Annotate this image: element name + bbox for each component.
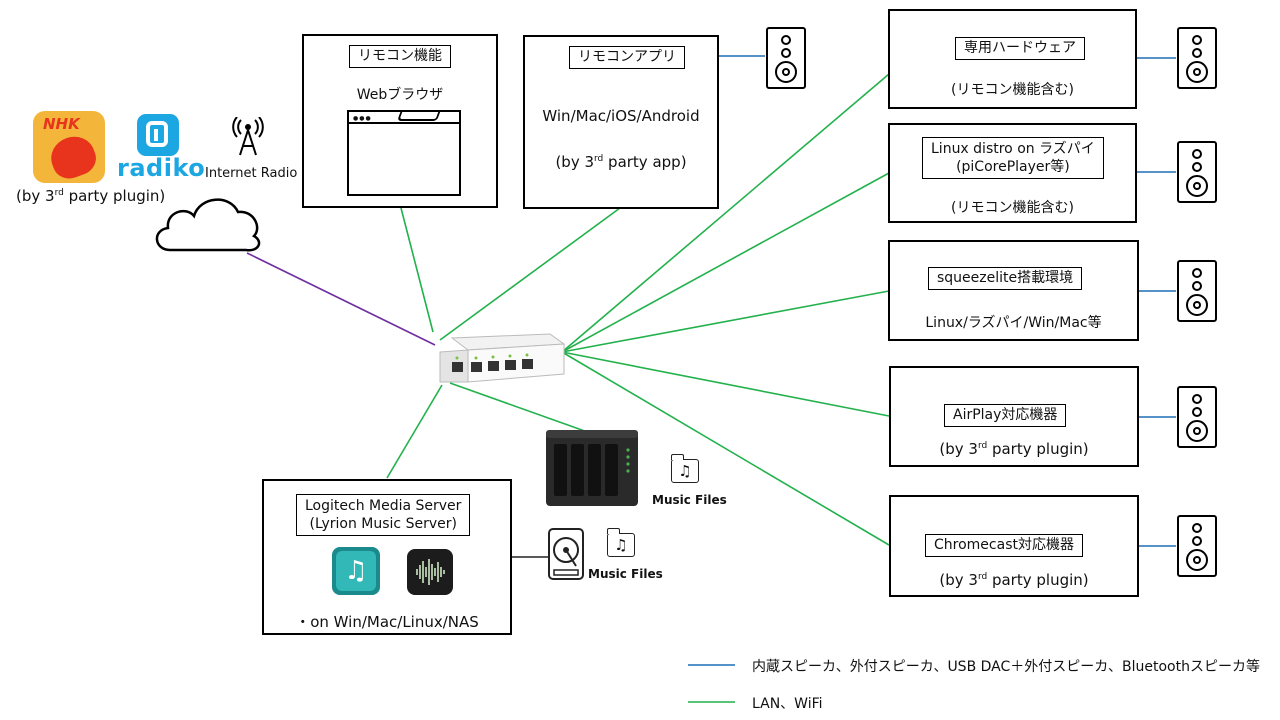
network-switch-icon — [438, 330, 566, 386]
lan-link-web — [400, 207, 434, 333]
player-box-4: AirPlay対応機器 (by 3rd party plugin) — [889, 366, 1139, 467]
hdd-files-label: Music Files — [588, 567, 663, 581]
speaker-icon-5 — [1177, 515, 1217, 577]
player-5-label: Chromecast対応機器 — [925, 534, 1083, 557]
radiko-icon — [137, 114, 179, 156]
internet-link — [246, 252, 436, 346]
speaker-icon-4 — [1177, 386, 1217, 448]
internet-radio-icon — [231, 117, 265, 157]
remote-web-box: リモコン機能 Webブラウザ ●●● — [302, 34, 498, 208]
nhk-mascot — [45, 130, 101, 183]
folder-icon-nas: ♫ — [670, 454, 699, 483]
legend-audio-text: 内蔵スピーカ、外付スピーカ、USB DAC＋外付スピーカ、Bluetoothスピ… — [752, 659, 1260, 675]
lan-link-player-1 — [561, 73, 890, 353]
remote-app-label: リモコンアプリ — [569, 46, 685, 69]
radiko-label: radiko — [117, 154, 206, 182]
remote-web-subtitle: Webブラウザ — [356, 87, 444, 103]
plugin-note: (by 3rd party plugin) — [16, 187, 166, 205]
music-app-icon: ♫ — [332, 547, 380, 595]
player-4-note: (by 3rd party plugin) — [939, 440, 1089, 458]
player-box-3: squeezelite搭載環境 Linux/ラズパイ/Win/Mac等 — [888, 240, 1139, 341]
nhk-label: NHK — [43, 115, 80, 133]
legend-lan-text: LAN、WiFi — [752, 696, 823, 712]
speaker-icon-1 — [1177, 27, 1217, 89]
remote-app-note: (by 3rd party app) — [555, 153, 687, 171]
internet-radio-label: Internet Radio — [205, 166, 298, 181]
remote-web-label: リモコン機能 — [349, 45, 451, 68]
browser-window-icon: ●●● — [347, 110, 461, 196]
player-3-note: Linux/ラズパイ/Win/Mac等 — [925, 315, 1102, 331]
player-1-label: 専用ハードウェア — [955, 37, 1085, 60]
lan-link-app — [439, 207, 621, 341]
lan-link-player-4 — [561, 351, 890, 417]
nas-files-label: Music Files — [652, 493, 727, 507]
nhk-icon: NHK — [33, 111, 105, 183]
server-label: Logitech Media Server(Lyrion Music Serve… — [296, 494, 471, 537]
player-3-label: squeezelite搭載環境 — [928, 267, 1083, 290]
player-2-note: (リモコン機能含む) — [951, 200, 1074, 216]
server-box: Logitech Media Server(Lyrion Music Serve… — [262, 479, 512, 635]
speaker-icon-2 — [1177, 141, 1217, 203]
player-2-label: Linux distro on ラズパイ(piCorePlayer等) — [922, 137, 1104, 180]
lan-link-player-3 — [561, 290, 890, 353]
hdd-icon — [548, 528, 584, 580]
speaker-icon-app — [766, 27, 806, 89]
lan-link-player-5 — [561, 351, 890, 546]
nas-icon — [546, 430, 638, 506]
remote-app-platforms: Win/Mac/iOS/Android — [542, 107, 700, 125]
player-box-1: 専用ハードウェア (リモコン機能含む) — [888, 9, 1137, 109]
server-platforms: ・on Win/Mac/Linux/NAS — [295, 613, 479, 631]
player-box-2: Linux distro on ラズパイ(piCorePlayer等) (リモコ… — [888, 123, 1137, 223]
player-5-note: (by 3rd party plugin) — [939, 571, 1089, 589]
player-1-note: (リモコン機能含む) — [951, 82, 1074, 98]
speaker-icon-3 — [1177, 260, 1217, 322]
player-4-label: AirPlay対応機器 — [944, 404, 1067, 427]
lan-link-player-2 — [561, 172, 890, 353]
player-box-5: Chromecast対応機器 (by 3rd party plugin) — [889, 495, 1139, 597]
waveform-app-icon — [407, 549, 453, 595]
lan-link-server — [386, 384, 443, 479]
remote-app-box: リモコンアプリ Win/Mac/iOS/Android (by 3rd part… — [523, 35, 719, 209]
folder-icon-hdd: ♫ — [606, 528, 635, 557]
cloud-icon — [155, 198, 261, 252]
